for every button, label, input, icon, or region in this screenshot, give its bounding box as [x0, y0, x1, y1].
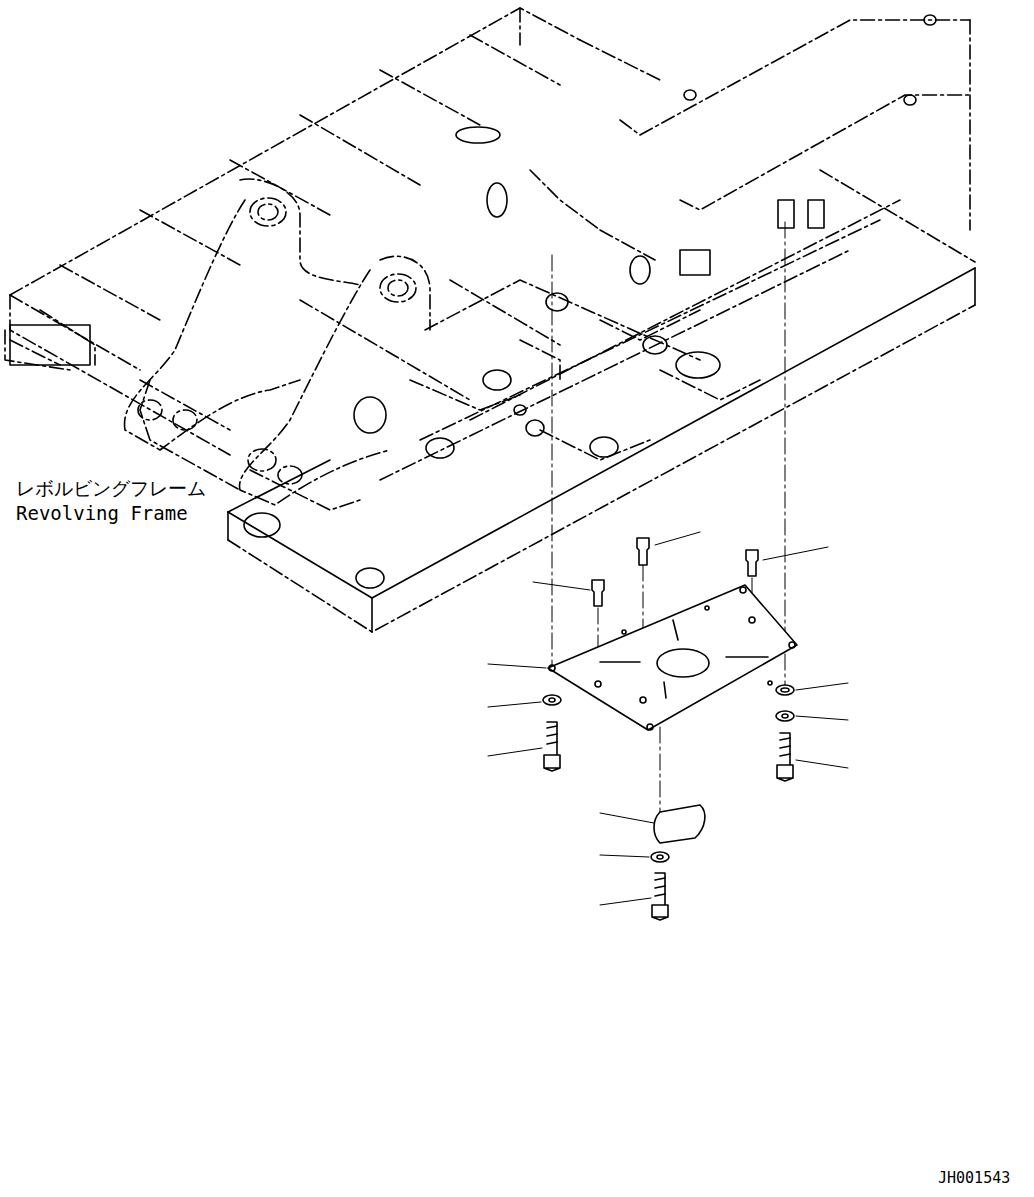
cover-plate: [548, 585, 797, 730]
washers: [543, 685, 794, 862]
bolts: [544, 722, 793, 920]
part-name-en: Revolving Frame: [16, 503, 188, 524]
frame-edges: [228, 268, 975, 632]
frame-holes: [10, 15, 936, 588]
boom-brackets: [125, 198, 416, 505]
leader-lines: [488, 532, 848, 905]
studs: [592, 538, 758, 606]
drawing-number: JH001543: [938, 1170, 1010, 1187]
phantom-frame: [5, 8, 975, 632]
part-name-ja: レボルビングフレーム: [16, 478, 206, 499]
center-lines: [552, 222, 785, 812]
small-cover: [654, 805, 705, 843]
